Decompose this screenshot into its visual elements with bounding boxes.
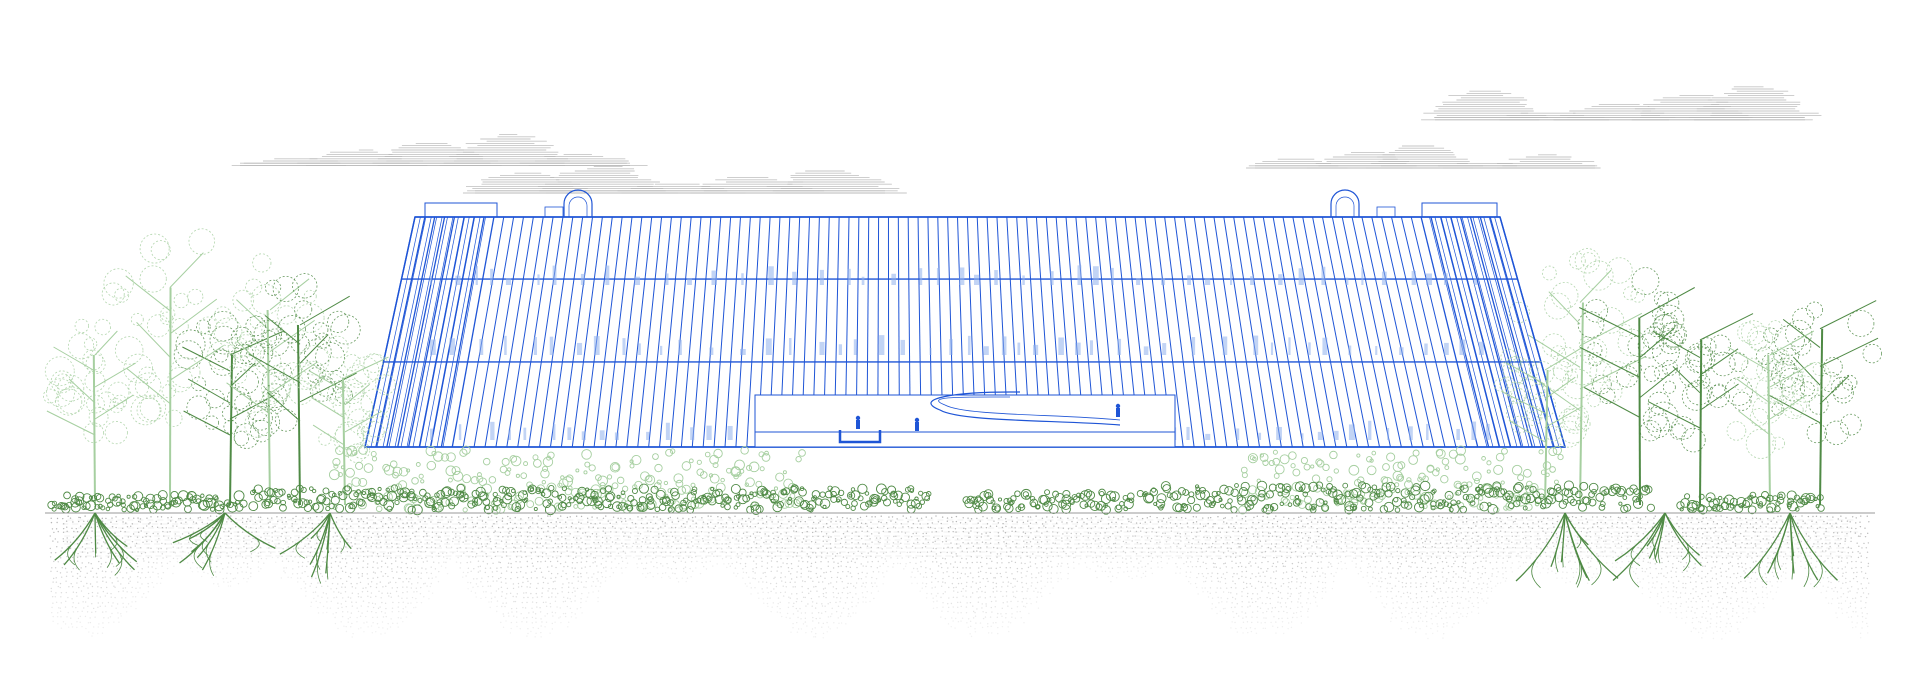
deciduous-trees-11 bbox=[1494, 345, 1601, 506]
deciduous-trees-6 bbox=[1508, 248, 1646, 506]
sky-clouds-1 bbox=[462, 166, 907, 194]
tree-roots-3 bbox=[1515, 512, 1619, 589]
shrubs-layer bbox=[47, 445, 1825, 516]
undergrowth-shrubs-5 bbox=[1136, 480, 1655, 515]
deciduous-trees-3 bbox=[233, 273, 361, 506]
undergrowth-shrubs-1 bbox=[1238, 445, 1564, 515]
deciduous-trees-10 bbox=[1756, 300, 1883, 506]
undergrowth-shrubs-3 bbox=[248, 483, 932, 516]
foreground-trees-layer bbox=[101, 228, 1832, 506]
soil-section bbox=[49, 515, 1870, 640]
tree-roots-1 bbox=[172, 512, 276, 576]
undergrowth-shrubs-0 bbox=[328, 445, 806, 515]
spiral-ramp bbox=[920, 391, 1170, 433]
undergrowth-shrubs-6 bbox=[1676, 490, 1825, 515]
deciduous-trees-7 bbox=[1577, 267, 1695, 506]
tree-roots-4 bbox=[1612, 512, 1702, 588]
deciduous-trees-1 bbox=[101, 228, 243, 506]
sky-clouds-0 bbox=[231, 134, 648, 166]
sky-clouds-2 bbox=[1246, 145, 1601, 169]
deciduous-trees-9 bbox=[1726, 320, 1832, 506]
roots-layer bbox=[54, 512, 1838, 589]
undergrowth-shrubs-2 bbox=[47, 490, 248, 515]
tree-roots-5 bbox=[1743, 512, 1838, 588]
deciduous-trees-4 bbox=[206, 253, 330, 506]
sunken-pit bbox=[838, 430, 882, 444]
roof-dome-vaults bbox=[563, 189, 1360, 217]
undergrowth-shrubs-4 bbox=[962, 488, 1135, 515]
tree-roots-2 bbox=[279, 512, 352, 584]
clouds-layer bbox=[231, 86, 1822, 194]
tree-roots-0 bbox=[54, 512, 138, 576]
interior-silhouettes bbox=[430, 265, 1490, 440]
deciduous-trees-2 bbox=[173, 311, 292, 506]
ground-section bbox=[45, 512, 1875, 640]
sky-clouds-3 bbox=[1421, 86, 1822, 121]
deciduous-trees-5 bbox=[291, 335, 396, 506]
entrance-hall bbox=[754, 394, 1176, 448]
rooftop-box-0 bbox=[424, 202, 498, 218]
visitor-figures bbox=[855, 403, 1121, 431]
greenhouse-building bbox=[364, 189, 1566, 448]
rooftop-box-1 bbox=[1421, 202, 1498, 218]
deciduous-trees-0 bbox=[42, 318, 154, 506]
deciduous-trees-8 bbox=[1637, 304, 1754, 506]
